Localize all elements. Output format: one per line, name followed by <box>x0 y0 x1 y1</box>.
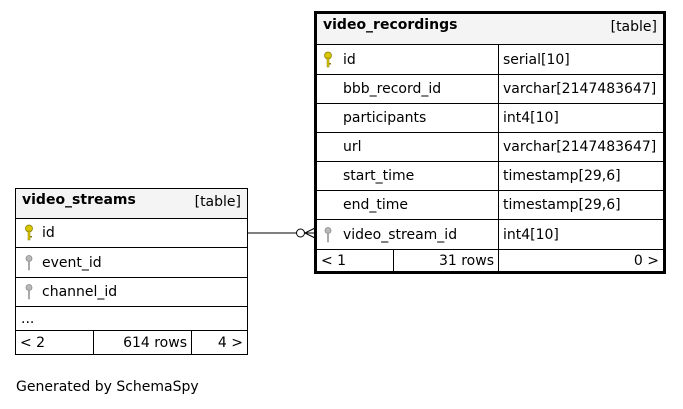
column-type: varchar[2147483647] <box>503 81 657 97</box>
table-header: video_recordings [table] <box>317 14 663 45</box>
more-columns-ellipsis: ... <box>21 310 35 327</box>
column-row-start-time[interactable]: start_time timestamp[29,6] <box>317 162 663 191</box>
column-row-participants[interactable]: participants int4[10] <box>317 104 663 133</box>
column-name: bbb_record_id <box>343 81 442 97</box>
table-name: video_recordings <box>323 17 458 33</box>
table-type: [table] <box>194 194 241 210</box>
column-name: id <box>42 225 55 241</box>
more-columns-row[interactable]: ... <box>16 307 247 331</box>
column-type: timestamp[29,6] <box>503 168 621 184</box>
table-video-recordings[interactable]: video_recordings [table] id serial[10] b… <box>314 11 666 274</box>
column-name: start_time <box>343 168 415 184</box>
column-type: varchar[2147483647] <box>503 139 657 155</box>
table-type: [table] <box>610 19 657 35</box>
foreign-key-icon <box>24 248 42 277</box>
column-name: channel_id <box>42 284 118 300</box>
children-count[interactable]: 0 > <box>633 252 659 269</box>
table-video-streams[interactable]: video_streams [table] id event_id channe… <box>15 188 248 355</box>
column-row-id[interactable]: id serial[10] <box>317 45 663 75</box>
foreign-key-icon <box>323 220 343 249</box>
column-row-url[interactable]: url varchar[2147483647] <box>317 133 663 162</box>
children-count[interactable]: 4 > <box>217 334 243 351</box>
column-row-id[interactable]: id <box>16 219 247 248</box>
table-header: video_streams [table] <box>16 189 247 219</box>
table-name: video_streams <box>22 192 136 208</box>
column-name: end_time <box>343 197 409 213</box>
column-row-bbb-record-id[interactable]: bbb_record_id varchar[2147483647] <box>317 75 663 104</box>
column-row-event-id[interactable]: event_id <box>16 248 247 278</box>
row-count: 614 rows <box>123 334 187 351</box>
column-row-channel-id[interactable]: channel_id <box>16 278 247 307</box>
column-type: int4[10] <box>503 110 559 126</box>
generated-by-label: Generated by SchemaSpy <box>16 379 199 395</box>
column-row-end-time[interactable]: end_time timestamp[29,6] <box>317 191 663 220</box>
column-type: serial[10] <box>503 51 570 68</box>
column-name: id <box>343 51 356 68</box>
column-type: int4[10] <box>503 226 559 243</box>
column-name: video_stream_id <box>343 226 458 243</box>
table-footer: < 1 31 rows 0 > <box>317 250 663 271</box>
parents-count[interactable]: < 2 <box>20 334 46 351</box>
table-footer: < 2 614 rows 4 > <box>16 331 247 354</box>
column-name: url <box>343 139 362 155</box>
primary-key-icon <box>323 45 343 74</box>
parents-count[interactable]: < 1 <box>321 252 347 269</box>
primary-key-icon <box>24 219 42 247</box>
row-count: 31 rows <box>438 252 494 269</box>
column-name: participants <box>343 110 427 126</box>
column-type: timestamp[29,6] <box>503 197 621 213</box>
column-row-video-stream-id[interactable]: video_stream_id int4[10] <box>317 220 663 250</box>
column-name: event_id <box>42 254 102 271</box>
foreign-key-icon <box>24 278 42 306</box>
